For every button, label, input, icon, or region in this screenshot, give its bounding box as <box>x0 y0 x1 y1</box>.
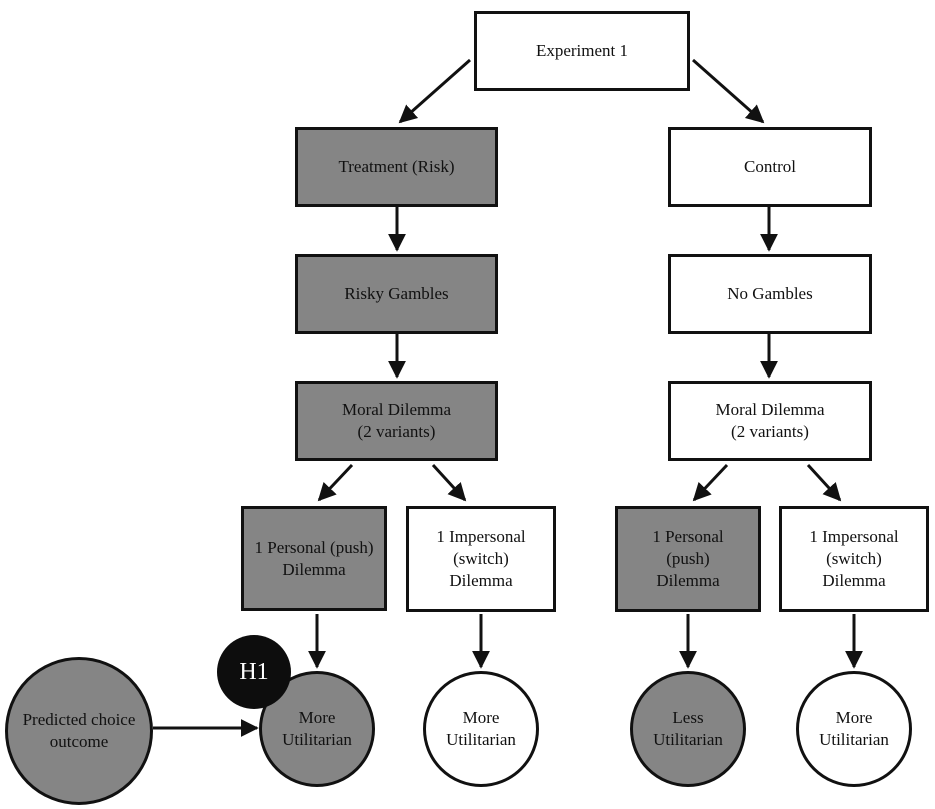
outcome-control-personal-circle: Less Utilitarian <box>630 671 746 787</box>
moral-dilemma-control-box: Moral Dilemma (2 variants) <box>668 381 872 461</box>
arrow-moral-to-control-impersonal <box>806 463 842 502</box>
no-gambles-box: No Gambles <box>668 254 872 334</box>
hypothesis-badge: H1 <box>217 635 291 709</box>
treatment-personal-dilemma-box: 1 Personal (push) Dilemma <box>241 506 387 611</box>
arrow-experiment-to-treatment <box>398 58 471 124</box>
arrow-moral-to-treatment-impersonal <box>431 463 467 502</box>
moral-dilemma-treatment-box: Moral Dilemma (2 variants) <box>295 381 498 461</box>
treatment-box: Treatment (Risk) <box>295 127 498 207</box>
control-box: Control <box>668 127 872 207</box>
arrow-experiment-to-control <box>692 58 765 124</box>
control-impersonal-dilemma-box: 1 Impersonal (switch) Dilemma <box>779 506 929 612</box>
arrow-moral-to-treatment-personal <box>317 463 354 502</box>
outcome-treatment-impersonal-circle: More Utilitarian <box>423 671 539 787</box>
treatment-impersonal-dilemma-box: 1 Impersonal (switch) Dilemma <box>406 506 556 612</box>
arrow-moral-to-control-personal <box>692 463 729 502</box>
risky-gambles-box: Risky Gambles <box>295 254 498 334</box>
outcome-treatment-personal-circle: More Utilitarian <box>259 671 375 787</box>
experiment-box: Experiment 1 <box>474 11 690 91</box>
control-personal-dilemma-box: 1 Personal (push) Dilemma <box>615 506 761 612</box>
outcome-control-impersonal-circle: More Utilitarian <box>796 671 912 787</box>
predicted-choice-outcome-circle: Predicted choice outcome <box>5 657 153 805</box>
